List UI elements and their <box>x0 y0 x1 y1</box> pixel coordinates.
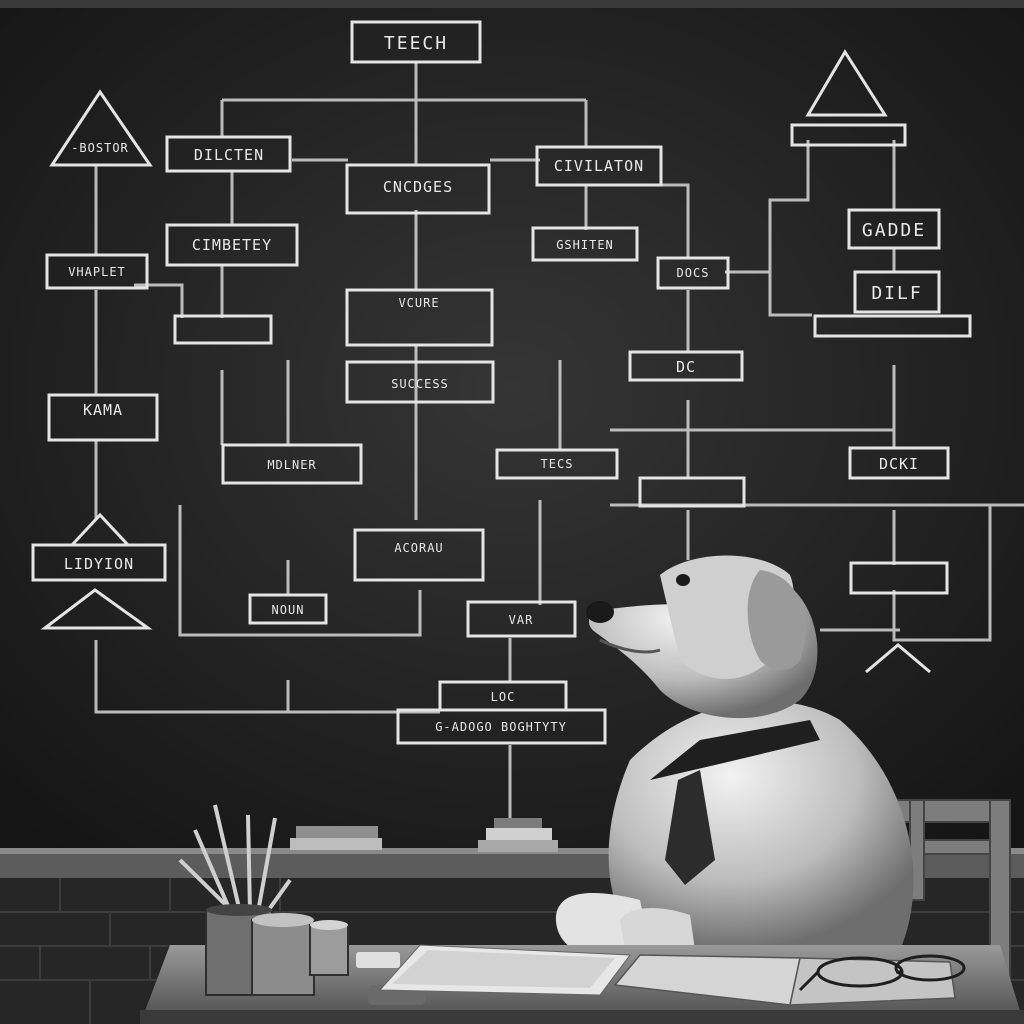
label-civilation: CIVILATON <box>554 157 644 175</box>
chalk-labels: TEECH DILCTEN CNCDGES CIVILATON CIMBETEY… <box>64 33 926 734</box>
label-dcki: DCKI <box>879 455 919 473</box>
label-gradient: G-ADOGO BOGHTYTY <box>435 720 567 734</box>
label-vcure: VCURE <box>398 296 439 310</box>
label-noun: NOUN <box>272 603 305 617</box>
label-dilcten: DILCTEN <box>194 146 264 164</box>
eraser <box>356 952 400 968</box>
label-dc: DC <box>676 358 696 376</box>
label-teech: TEECH <box>384 33 448 54</box>
label-cimbetey: CIMBETEY <box>192 236 272 254</box>
dog <box>555 555 914 950</box>
diagram-triangles <box>40 49 931 674</box>
label-docs: DOCS <box>677 266 710 280</box>
diagram-boxes <box>31 20 972 745</box>
label-tecs: TECS <box>541 457 574 471</box>
eyeglasses <box>798 954 966 992</box>
open-book <box>613 954 956 1006</box>
label-var: VAR <box>509 613 534 627</box>
label-bostor: -BOSTOR <box>71 141 129 155</box>
label-succses: SUCCESS <box>391 377 449 391</box>
label-gadde: GADDE <box>862 220 926 241</box>
books-on-ledge <box>290 818 558 852</box>
label-dilf: DILF <box>871 283 922 304</box>
label-loc: LOC <box>491 690 516 704</box>
label-lidyion: LIDYION <box>64 555 134 573</box>
label-cncdges: CNCDGES <box>383 178 453 196</box>
chalkboard-frame-top <box>0 0 1024 8</box>
label-mdliner: MDLNER <box>267 458 316 472</box>
label-acorau: ACORAU <box>394 541 443 555</box>
paper-stack <box>378 944 631 996</box>
label-gshiten: GSHITEN <box>556 238 614 252</box>
label-vhaplet: VHAPLET <box>68 265 126 279</box>
label-kama: KAMA <box>83 401 123 419</box>
tin-cans <box>251 913 349 996</box>
